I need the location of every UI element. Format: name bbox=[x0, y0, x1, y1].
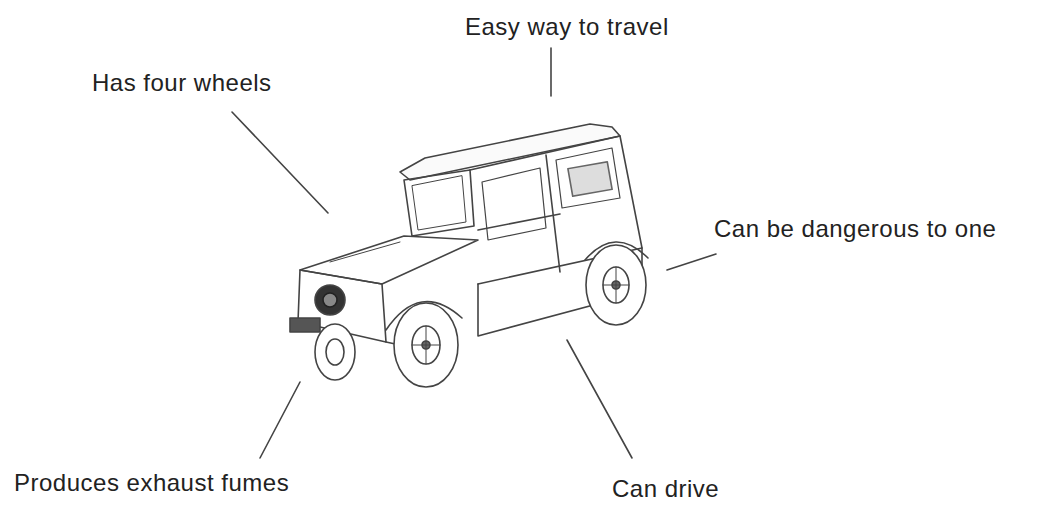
callout-label: Produces exhaust fumes bbox=[14, 470, 289, 496]
leader-line bbox=[260, 382, 300, 458]
leader-line bbox=[550, 48, 552, 96]
leader-line bbox=[232, 112, 328, 213]
callout-label: Has four wheels bbox=[92, 70, 272, 96]
callout-label: Can drive bbox=[612, 476, 719, 502]
leader-line bbox=[567, 340, 632, 458]
callout-label: Can be dangerous to one bbox=[714, 216, 996, 242]
leader-line bbox=[667, 254, 716, 270]
callout-label: Easy way to travel bbox=[465, 14, 669, 40]
